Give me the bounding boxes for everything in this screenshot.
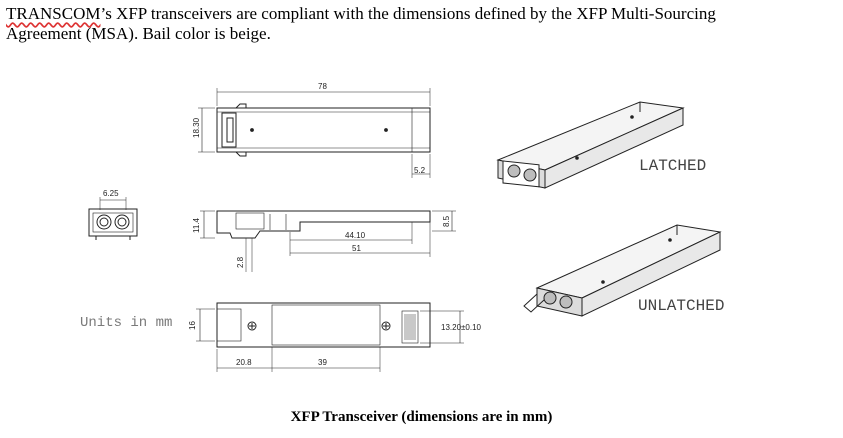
top-view xyxy=(198,88,431,178)
intro-text: TRANSCOM’s XFP transceivers are complian… xyxy=(6,4,836,44)
intro-line1-rest: ’s XFP transceivers are compliant with t… xyxy=(100,4,716,23)
dim-bottom-height: 16 xyxy=(188,321,197,330)
dim-bottom-len1: 20.8 xyxy=(236,358,252,367)
front-view xyxy=(88,197,138,240)
units-label: Units in mm xyxy=(80,315,173,331)
latched-label: LATCHED xyxy=(639,157,707,175)
dim-side-right: 8.5 xyxy=(442,215,451,227)
unlatched-module-illustration xyxy=(523,224,722,317)
dim-side-bottom: 2.8 xyxy=(236,256,245,268)
dim-top-length: 78 xyxy=(318,82,327,91)
figure-caption: XFP Transceiver (dimensions are in mm) xyxy=(290,409,553,425)
dim-bottom-width: 13.20±0.10 xyxy=(441,323,482,332)
dim-top-height: 18.30 xyxy=(192,117,201,138)
bottom-view xyxy=(196,302,464,372)
latched-module-illustration xyxy=(496,101,685,189)
dim-side-len1: 44.10 xyxy=(345,231,366,240)
side-view xyxy=(200,210,456,272)
brand-name: TRANSCOM xyxy=(6,4,101,23)
dim-top-bail: 5.2 xyxy=(414,166,426,175)
intro-line2: Agreement (MSA). Bail color is beige. xyxy=(6,24,271,43)
unlatched-label: UNLATCHED xyxy=(638,297,725,315)
dim-front-width: 6.25 xyxy=(103,189,119,198)
dim-side-len2: 51 xyxy=(352,244,361,253)
dim-bottom-len2: 39 xyxy=(318,358,327,367)
dim-side-height: 11.4 xyxy=(192,217,201,233)
